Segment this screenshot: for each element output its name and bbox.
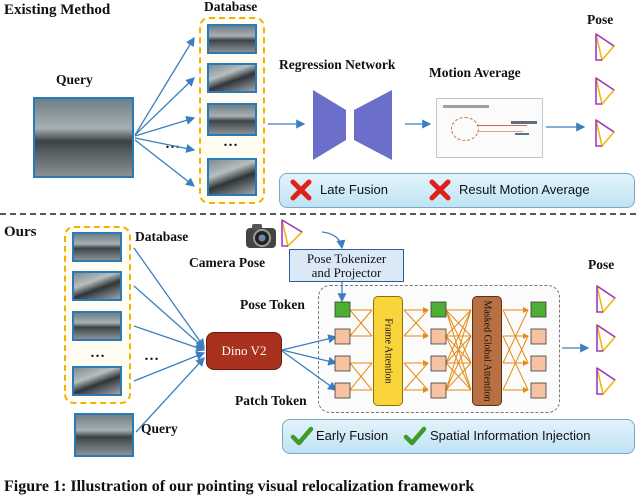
patch-token-square (430, 328, 447, 345)
patch-token-square (530, 328, 547, 345)
bottom-query-label: Query (141, 421, 178, 436)
check-icon (290, 425, 314, 447)
existing-method-title: Existing Method (4, 2, 111, 18)
pose-tokenizer-line1: Pose Tokenizer (306, 251, 387, 266)
patch-token-square (530, 382, 547, 399)
cross-icon (429, 179, 451, 201)
regression-network-label: Regression Network (279, 57, 396, 72)
early-fusion-text: Early Fusion (316, 428, 389, 443)
top-pose-3 (594, 118, 616, 148)
top-query-ellipsis: … (165, 136, 180, 152)
patch-token-square (430, 382, 447, 399)
patch-token-square (530, 355, 547, 372)
bottom-db-image-2 (72, 271, 122, 301)
camera-pose-label: Camera Pose (189, 255, 266, 270)
bottom-db-image-3 (72, 311, 122, 341)
patch-token-label: Patch Token (235, 393, 307, 408)
ours-title: Ours (4, 224, 37, 240)
patch-token-square (430, 355, 447, 372)
bottom-pose-2 (595, 323, 617, 353)
top-db-image-1 (207, 24, 257, 54)
pose-tokenizer-line2: and Projector (311, 265, 382, 280)
frame-attention-block (373, 296, 403, 406)
bottom-pose-3 (595, 366, 617, 396)
patch-token-square (334, 355, 351, 372)
camera-pose-frustum (280, 218, 304, 248)
late-fusion-text: Late Fusion (320, 182, 388, 197)
top-query-image (33, 97, 134, 178)
pose-tokenizer-box: Pose Tokenizer and Projector (289, 249, 404, 282)
spatial-information-injection-text: Spatial Information Injection (430, 428, 591, 443)
top-db-image-4 (207, 158, 257, 196)
regression-network-shape (313, 90, 392, 160)
top-pose-2 (594, 76, 616, 106)
bottom-db-ellipsis: … (90, 345, 105, 361)
top-query-label: Query (56, 72, 93, 87)
dino-v2-box: Dino V2 (206, 332, 282, 370)
bottom-db-image-4 (72, 366, 122, 396)
top-pose-label: Pose (587, 12, 614, 27)
masked-global-attention-block (472, 296, 502, 406)
result-motion-average-text: Result Motion Average (459, 182, 590, 197)
bottom-diagram-lines (133, 218, 617, 433)
cross-icon (290, 179, 312, 201)
bottom-pose-label: Pose (588, 257, 615, 272)
top-db-ellipsis: … (223, 134, 238, 150)
pose-token-label: Pose Token (240, 297, 305, 312)
bottom-database-label: Database (135, 229, 189, 244)
camera-icon (244, 222, 280, 250)
patch-token-square (334, 328, 351, 345)
bottom-banner (282, 419, 635, 454)
bottom-query-ellipsis: … (144, 348, 159, 364)
motion-average-panel (436, 98, 543, 158)
pose-token-square (430, 301, 447, 318)
dino-v2-label: Dino V2 (221, 343, 267, 358)
top-db-image-2 (207, 63, 257, 93)
check-icon (403, 425, 427, 447)
top-database-label: Database (204, 0, 258, 14)
top-diagram-lines (0, 32, 640, 215)
patch-token-square (334, 382, 351, 399)
bottom-query-image (74, 413, 134, 457)
pose-token-square (530, 301, 547, 318)
pose-token-square (334, 301, 351, 318)
bottom-pose-1 (595, 284, 617, 314)
top-db-image-3 (207, 103, 257, 136)
motion-average-label: Motion Average (429, 65, 521, 80)
bottom-db-image-1 (72, 232, 122, 262)
top-banner (279, 173, 635, 208)
top-pose-1 (594, 32, 616, 62)
figure-caption: Figure 1: Illustration of our pointing v… (4, 478, 475, 495)
